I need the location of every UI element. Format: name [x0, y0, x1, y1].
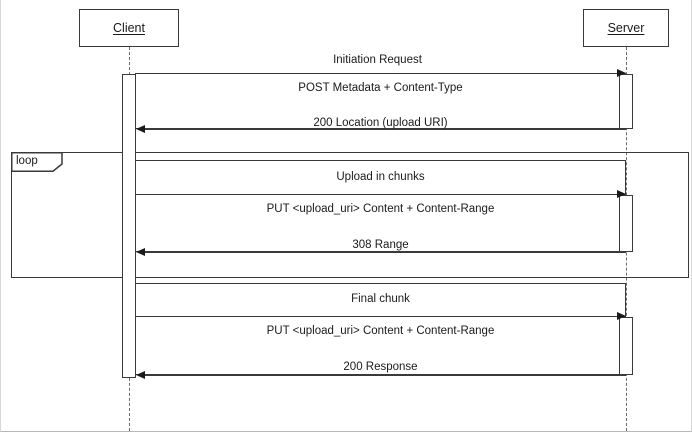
participant-label-client: Client: [113, 21, 145, 35]
message-shaft-m4: [139, 252, 626, 253]
message-label-m3: PUT <upload_uri> Content + Content-Range: [266, 203, 495, 215]
message-label-m1: POST Metadata + Content-Type: [298, 82, 463, 94]
activation-bar-server-chunks: [619, 195, 633, 252]
message-label-m5: PUT <upload_uri> Content + Content-Range: [266, 325, 495, 337]
activation-bar-server-initiation: [619, 74, 633, 129]
message-arrowhead-m4: [136, 247, 145, 256]
message-arrowhead-m2: [136, 124, 145, 133]
activation-bar-server-final: [619, 317, 633, 375]
message-shaft-m6: [139, 375, 626, 376]
message-shaft-m5: [135, 316, 626, 317]
section-title-chunks: Upload in chunks: [336, 171, 425, 183]
message-shaft-m3: [135, 194, 626, 195]
activation-bar-client: [122, 74, 136, 378]
message-arrowhead-m3: [617, 189, 626, 198]
fragment-loop-tab: loop: [11, 152, 63, 172]
section-title-initiation: Initiation Request: [333, 54, 422, 66]
section-title-final: Final chunk: [351, 293, 410, 305]
fragment-tab-shape: [11, 152, 63, 172]
message-shaft-m1: [135, 73, 626, 74]
message-label-m6: 200 Response: [343, 361, 418, 373]
message-label-m2: 200 Location (upload URI): [313, 117, 448, 129]
participant-label-server: Server: [607, 21, 645, 35]
message-label-m4: 308 Range: [352, 239, 409, 251]
fragment-loop: [11, 152, 689, 278]
participant-box-client[interactable]: Client: [79, 9, 179, 47]
fragment-loop-label: loop: [16, 155, 38, 167]
participant-box-server[interactable]: Server: [583, 9, 669, 47]
message-arrowhead-m5: [617, 311, 626, 320]
message-arrowhead-m1: [617, 68, 626, 77]
message-arrowhead-m6: [136, 370, 145, 379]
message-shaft-m2: [139, 129, 626, 130]
